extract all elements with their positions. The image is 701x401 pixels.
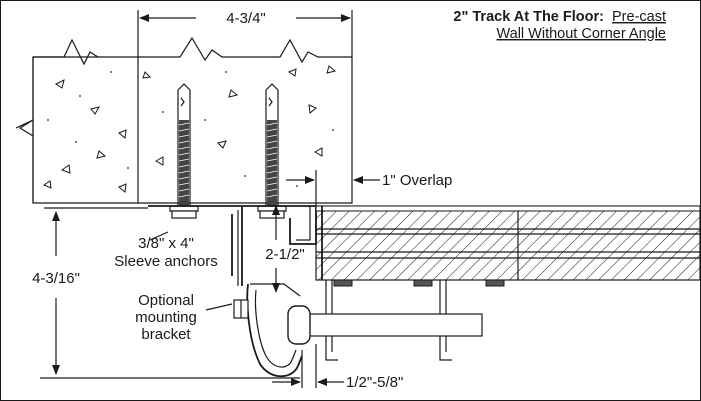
sleeve-anchor-left — [169, 83, 199, 219]
title-line2: Wall Without Corner Angle — [496, 26, 666, 42]
bracket-label-line3: bracket — [141, 326, 191, 343]
dimension-left-height-label: 4-3/16" — [32, 270, 80, 287]
drawing-title: 2" Track At The Floor: Pre-cast Wall Wit… — [453, 9, 666, 42]
dimension-bracket-height-label: 2-1/2" — [265, 246, 305, 263]
title-line1: Pre-cast — [612, 9, 666, 25]
precast-concrete-wall — [15, 36, 353, 204]
title-bold: 2" Track At The Floor: — [453, 9, 604, 25]
bracket-callout — [205, 303, 233, 311]
svg-text:2" Track At The Floor: P: 2" Track At The Floor: Pre-cast — [453, 9, 666, 25]
door-section-panel — [315, 205, 701, 281]
dimension-overlap — [286, 170, 380, 206]
anchor-label-line1: 3/8" x 4" — [138, 235, 194, 252]
bracket-label-line1: Optional — [138, 292, 194, 309]
dimension-top-width — [137, 10, 353, 57]
sleeve-anchor-right — [257, 83, 287, 219]
dimension-bottom-gap-label: 1/2"-5/8" — [346, 374, 403, 391]
dimension-bottom-gap — [272, 344, 344, 388]
dimension-overlap-label: 1" Overlap — [382, 172, 452, 189]
roller-hinge-assembly — [233, 279, 505, 378]
anchor-callout — [149, 231, 169, 241]
anchor-label-line2: Sleeve anchors — [114, 253, 217, 270]
dimension-left-height — [40, 207, 300, 379]
dimension-top-width-label: 4-3/4" — [226, 10, 266, 27]
bracket-label-line2: mounting — [135, 309, 197, 326]
